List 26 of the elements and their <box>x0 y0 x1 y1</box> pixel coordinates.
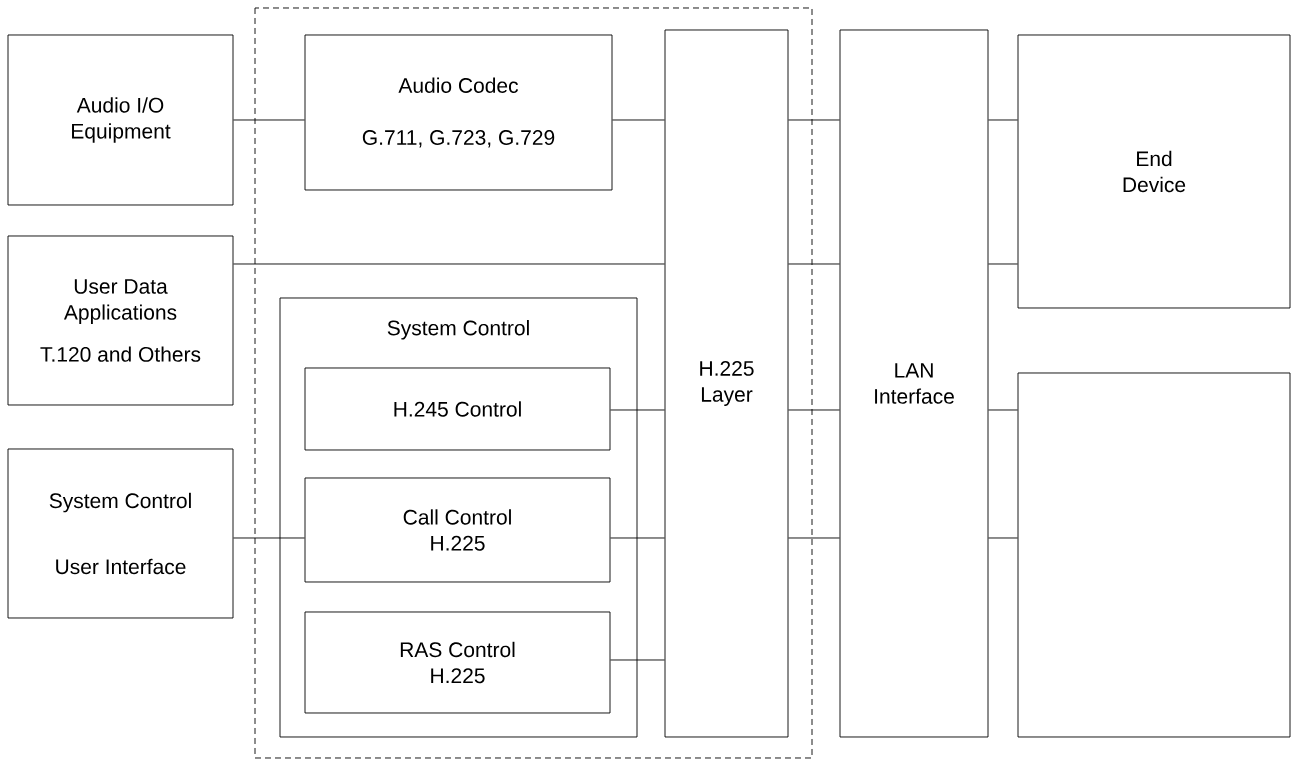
connector-line <box>612 119 665 121</box>
connector-line <box>788 537 840 539</box>
connector-line <box>610 409 665 411</box>
process-box: LAN Interface <box>839 29 989 738</box>
connector-line <box>233 119 305 121</box>
connector-line <box>610 659 665 661</box>
connector-line <box>788 263 840 265</box>
process-box: User Data Applications T.120 and Others <box>7 235 234 406</box>
connector-line <box>788 119 840 121</box>
connector-line <box>233 263 665 265</box>
empty-box <box>1017 372 1291 738</box>
process-box: Call Control H.225 <box>304 477 611 583</box>
process-box: RAS Control H.225 <box>304 611 611 714</box>
connector-line <box>988 409 1018 411</box>
connector-line <box>988 537 1018 539</box>
process-box: H.245 Control <box>304 367 611 451</box>
process-box: System Control User Interface <box>7 448 234 619</box>
process-box: Audio I/O Equipment <box>7 34 234 206</box>
connector-line <box>988 119 1018 121</box>
connector-line <box>988 263 1018 265</box>
process-box: H.225 Layer <box>664 29 789 738</box>
process-box: End Device <box>1017 34 1291 309</box>
connector-line <box>788 409 840 411</box>
process-box: Audio Codec G.711, G.723, G.729 <box>304 34 613 191</box>
connector-line <box>610 537 665 539</box>
connector-line <box>233 537 305 539</box>
